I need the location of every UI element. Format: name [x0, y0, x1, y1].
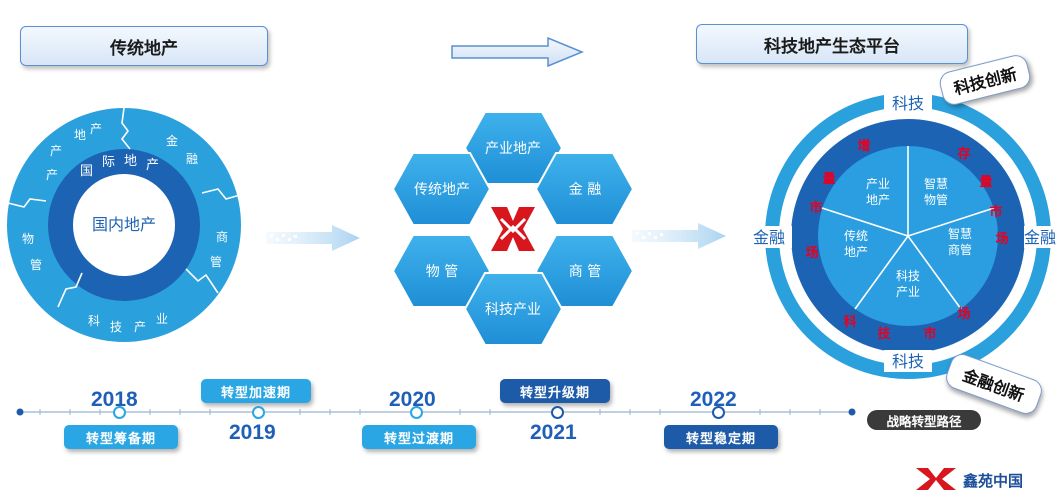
market-char: 增	[857, 138, 870, 154]
fade-arrow-2-icon	[632, 223, 726, 249]
market-char: 量	[979, 175, 992, 190]
outer-top-label: 科技	[892, 94, 924, 113]
market-char: 科	[843, 314, 856, 330]
company-logo-text: 鑫苑中国	[963, 472, 1024, 490]
timeline-dot-2018	[113, 406, 126, 419]
center-label: 国内地产	[92, 215, 156, 234]
hex-upper-right	[534, 152, 635, 226]
hex-lower-right-label: 商 管	[569, 264, 601, 280]
market-char: 市	[989, 204, 1002, 220]
inner-label-di: 地	[124, 154, 137, 169]
hex-upper-left-label: 传统地产	[414, 182, 470, 198]
outer-label-chan3: 产	[46, 168, 58, 182]
outer-label-chan2: 产	[50, 144, 62, 158]
traditional-ring-diagram: 地 产 产 产 金 融 商 管 物 管 科 技 产 业 国 际 地 产 国内地产	[7, 107, 241, 342]
inner-label-chan: 产	[146, 158, 159, 173]
market-char: 技	[877, 326, 891, 342]
timeline-dot-2021	[551, 406, 564, 419]
stage-2019-label: 转型加速期	[201, 379, 311, 403]
sector-smart-commerce-2: 商管	[948, 242, 972, 257]
hex-top-label: 产业地产	[485, 141, 541, 157]
market-char: 存	[957, 146, 970, 162]
market-char: 场	[957, 307, 970, 322]
sector-tech-industry-1: 科技	[896, 269, 920, 283]
timeline-dot-2020	[410, 406, 423, 419]
stage-2022-label: 转型稳定期	[664, 425, 778, 449]
market-char: 场	[805, 246, 818, 261]
hex-upper-right-label: 金 融	[569, 182, 601, 198]
outer-label-ke: 科	[88, 314, 100, 328]
timeline-dot-2022	[712, 406, 725, 419]
outer-bottom-label: 科技	[892, 352, 924, 371]
outer-label-di: 地	[74, 128, 86, 142]
hex-bottom-label: 科技产业	[485, 302, 541, 318]
sector-traditional-2: 地产	[844, 245, 868, 259]
company-logo-icon	[916, 468, 956, 490]
outer-right-label: 金融	[1024, 228, 1056, 247]
outer-left-label: 金融	[753, 228, 785, 247]
hex-bottom	[463, 272, 564, 346]
market-char: 市	[923, 326, 936, 342]
transition-arrow-icon	[451, 36, 584, 68]
outer-label-ji: 技	[110, 320, 122, 334]
sector-traditional-1: 传统	[844, 228, 868, 243]
tech-ecosystem-ring: 科技 科技 金融 金融 增 量 市 场 存 量 市 场 科 技 市 场 产业 地…	[746, 92, 1062, 379]
outer-label-jin: 金	[166, 133, 178, 148]
market-char: 量	[822, 172, 835, 187]
hex-lower-right	[534, 234, 635, 308]
stage-2021-label: 转型升级期	[500, 379, 610, 403]
sector-tech-industry-2: 产业	[896, 285, 920, 299]
market-char: 场	[995, 232, 1008, 247]
outer-label-ye: 业	[156, 312, 168, 326]
sector-smart-property-1: 智慧	[924, 176, 948, 191]
market-char: 市	[809, 200, 822, 216]
traditional-realestate-header: 传统地产	[20, 26, 268, 66]
sector-smart-commerce-1: 智慧	[948, 226, 972, 241]
fade-arrow-1-icon	[266, 225, 360, 251]
hex-upper-left	[392, 152, 492, 226]
outer-label-rong: 融	[186, 152, 198, 166]
outer-label-shang: 商	[216, 229, 228, 244]
inner-label-ji: 际	[102, 155, 115, 170]
hex-lower-left-label: 物 管	[426, 264, 458, 280]
year-2019: 2019	[229, 421, 276, 444]
center-logo-icon	[486, 202, 540, 256]
outer-label-chan4: 产	[134, 320, 146, 334]
outer-label-wu: 物	[22, 232, 34, 246]
year-2021: 2021	[530, 421, 577, 444]
sector-industry-realestate-2: 地产	[866, 193, 890, 207]
center-circle	[73, 174, 175, 276]
year-2018: 2018	[91, 388, 138, 411]
sector-industry-realestate-1: 产业	[866, 177, 890, 191]
year-2020: 2020	[389, 388, 436, 411]
hexagon-cluster: 产业地产 传统地产 金 融 物 管 商 管 科技产业	[392, 111, 635, 346]
sector-smart-property-2: 物管	[924, 192, 948, 207]
strategy-path-label: 战略转型路径	[867, 410, 981, 430]
stage-2020-label: 转型过渡期	[362, 425, 476, 449]
tech-ecosystem-header: 科技地产生态平台	[696, 24, 968, 64]
outer-label-guan2: 管	[30, 257, 42, 272]
inner-label-guo: 国	[80, 164, 93, 179]
year-2022: 2022	[690, 388, 737, 411]
timeline-dot-2019	[252, 406, 265, 419]
outer-label-chan: 产	[90, 122, 102, 136]
stage-2018-label: 转型筹备期	[64, 425, 178, 449]
outer-label-guan: 管	[210, 254, 222, 269]
